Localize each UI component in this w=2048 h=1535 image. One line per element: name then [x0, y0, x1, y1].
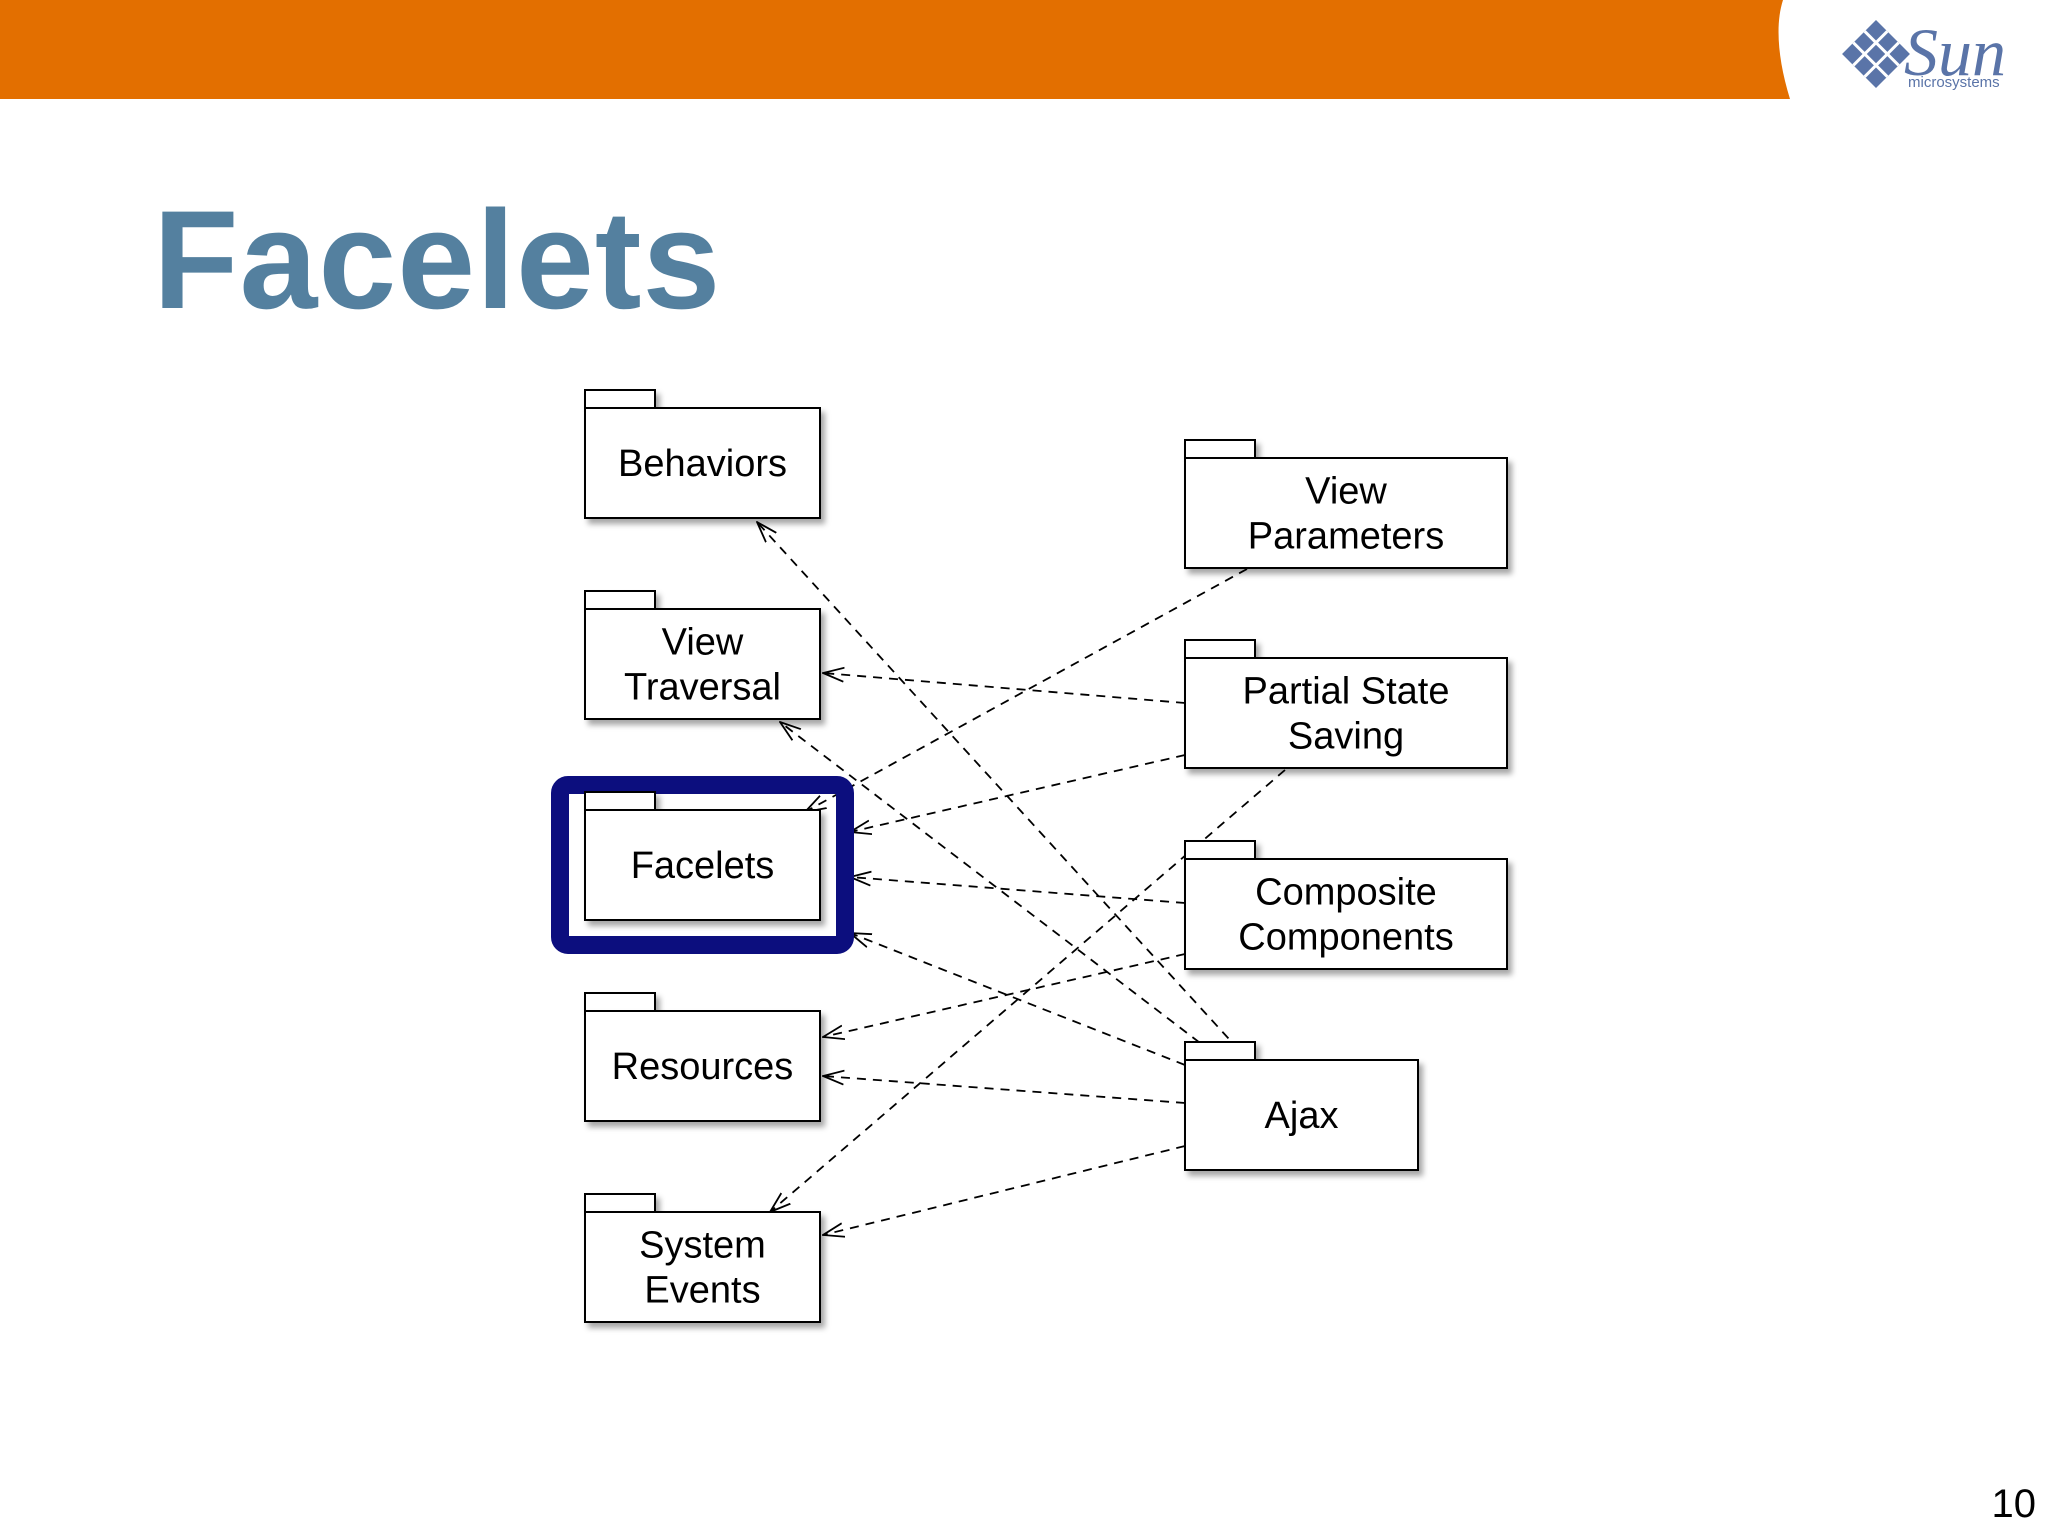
package-tab — [1184, 840, 1256, 860]
package-label: Behaviors — [618, 443, 787, 485]
package-facelets: Facelets — [551, 776, 854, 954]
package-label: Facelets — [631, 845, 775, 887]
package-label: Components — [1238, 917, 1453, 959]
package-box — [1184, 457, 1508, 569]
package-label: Parameters — [1248, 516, 1444, 558]
package-tab — [584, 590, 656, 610]
logo-word: Sun — [1904, 20, 2006, 90]
dependency-arrow-ajax-to-view-traversal — [780, 722, 1226, 1063]
dependency-arrow-ajax-to-system-events — [823, 1145, 1186, 1235]
package-label: Traversal — [624, 667, 781, 709]
dependency-arrow-composite-components-to-facelets — [850, 877, 1186, 904]
package-label: View — [1305, 471, 1387, 513]
package-label: System — [639, 1225, 766, 1267]
sun-logo: Sun microsystems — [1842, 20, 2006, 91]
package-label: Ajax — [1265, 1095, 1339, 1137]
package-label: Saving — [1288, 716, 1404, 758]
page-title: Facelets — [153, 181, 722, 338]
package-box — [584, 608, 821, 720]
page-number: 10 — [1991, 1482, 2037, 1526]
dependency-arrow-view-parameters-to-facelets — [805, 568, 1248, 812]
package-box — [584, 1211, 821, 1323]
dependency-arrow-partial-state-saving-to-view-traversal — [823, 673, 1186, 704]
highlight-frame — [551, 776, 854, 954]
package-tab — [584, 791, 656, 811]
package-label: Composite — [1255, 872, 1437, 914]
package-box — [1184, 1059, 1419, 1171]
dependency-arrow-ajax-to-resources — [823, 1076, 1186, 1104]
package-tab — [584, 1193, 656, 1213]
package-label: View — [662, 622, 744, 664]
dependency-arrow-partial-state-saving-to-facelets — [850, 754, 1186, 832]
package-box — [1184, 657, 1508, 769]
package-tab — [1184, 639, 1256, 659]
package-label: Partial State — [1243, 671, 1450, 713]
package-box — [1184, 858, 1508, 970]
dependency-arrow-composite-components-to-resources — [823, 953, 1186, 1037]
package-tab — [1184, 439, 1256, 459]
package-ajax: Ajax — [1184, 1041, 1419, 1171]
logo-subtext: microsystems — [1908, 74, 2000, 91]
package-tab — [584, 992, 656, 1012]
header-banner — [0, 0, 1790, 99]
package-tab — [1184, 1041, 1256, 1061]
package-nodes: BehaviorsViewTraversalFaceletsResourcesS… — [551, 389, 1508, 1323]
package-tab — [584, 389, 656, 409]
package-resources: Resources — [584, 992, 821, 1122]
package-behaviors: Behaviors — [584, 389, 821, 519]
package-box — [584, 1010, 821, 1122]
package-label: Resources — [612, 1046, 794, 1088]
package-box — [584, 809, 821, 921]
dependency-arrow-ajax-to-behaviors — [757, 522, 1251, 1063]
package-label: Events — [644, 1270, 760, 1312]
package-box — [584, 407, 821, 519]
